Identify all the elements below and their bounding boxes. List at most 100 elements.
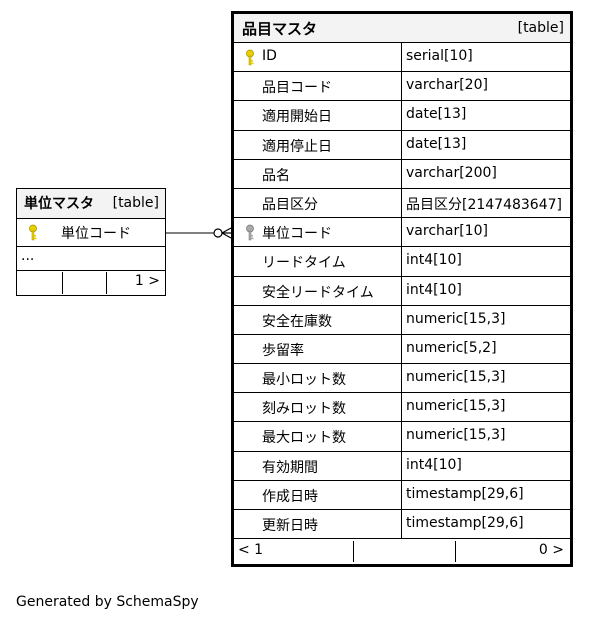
- column-type: date[13]: [406, 106, 467, 123]
- column-row[interactable]: 品名 varchar[200]: [234, 159, 570, 189]
- footer-divider: [353, 541, 354, 562]
- column-name: 単位コード: [61, 226, 131, 242]
- column-name-cell: 単位コード: [234, 218, 402, 247]
- footer-divider: [62, 272, 63, 294]
- column-row[interactable]: 単位コード varchar[10]: [234, 218, 570, 248]
- column-type: 品目区分[2147483647]: [406, 196, 562, 213]
- column-type: numeric[15,3]: [406, 310, 506, 327]
- children-count: 1 >: [134, 273, 160, 289]
- column-name-cell: 更新日時: [234, 510, 402, 539]
- primary-key-icon: [29, 224, 37, 241]
- column-type: timestamp[29,6]: [406, 515, 524, 531]
- column-name-cell: 有効期間: [234, 451, 402, 480]
- column-row[interactable]: 適用停止日 date[13]: [234, 130, 570, 160]
- column-row[interactable]: 歩留率 numeric[5,2]: [234, 334, 570, 365]
- table-footer: 1 >: [17, 271, 165, 295]
- column-type-cell: varchar[20]: [402, 72, 570, 100]
- relationship-crowfoot-lower: [221, 232, 232, 239]
- column-name-cell: 作成日時: [234, 480, 402, 509]
- relationship-crowfoot-upper: [221, 227, 232, 234]
- column-name-cell: ID: [234, 43, 402, 72]
- column-name: 最大ロット数: [262, 430, 346, 447]
- footer-divider: [106, 272, 107, 294]
- column-row[interactable]: 最大ロット数 numeric[15,3]: [234, 422, 570, 452]
- column-type-cell: serial[10]: [402, 43, 570, 71]
- column-name-cell: 適用停止日: [234, 130, 402, 159]
- column-type: timestamp[29,6]: [406, 485, 524, 502]
- column-name: 適用停止日: [262, 138, 332, 155]
- column-type-cell: numeric[15,3]: [402, 306, 570, 334]
- column-type-cell: varchar[10]: [402, 218, 570, 246]
- column-name-cell: 品名: [234, 159, 402, 188]
- column-type-cell: timestamp[29,6]: [402, 510, 570, 538]
- column-name-cell: 最小ロット数: [234, 364, 402, 393]
- column-name: 最小ロット数: [262, 372, 346, 389]
- column-type: int4[10]: [406, 456, 462, 473]
- column-type-cell: int4[10]: [402, 452, 570, 480]
- column-name: 歩留率: [262, 342, 304, 359]
- column-row[interactable]: 最小ロット数 numeric[15,3]: [234, 364, 570, 394]
- column-name-cell: 最大ロット数: [234, 422, 402, 451]
- column-type-cell: numeric[15,3]: [402, 393, 570, 421]
- footer-divider: [455, 541, 456, 562]
- column-name: リードタイム: [262, 255, 346, 272]
- column-row[interactable]: 単位コード: [17, 219, 165, 247]
- column-type: varchar[10]: [406, 223, 488, 240]
- column-row[interactable]: 刻みロット数 numeric[15,3]: [234, 393, 570, 423]
- column-type: date[13]: [406, 135, 467, 152]
- column-name: 更新日時: [262, 518, 318, 534]
- table-unit-master[interactable]: 単位マスタ [table] 単位コード ... 1 >: [16, 188, 166, 296]
- column-type-cell: date[13]: [402, 131, 570, 159]
- column-name: 刻みロット数: [262, 401, 346, 418]
- column-type: numeric[15,3]: [406, 427, 506, 444]
- table-name: 単位マスタ: [24, 196, 94, 212]
- column-type-cell: int4[10]: [402, 277, 570, 305]
- column-type-cell: numeric[15,3]: [402, 364, 570, 392]
- column-type: serial[10]: [406, 48, 473, 64]
- generator-credit: Generated by SchemaSpy: [16, 594, 199, 610]
- column-name-cell: 安全在庫数: [234, 305, 402, 334]
- table-footer: < 1 0 >: [234, 539, 570, 564]
- column-name-cell: 歩留率: [234, 334, 402, 364]
- table-name: 品目マスタ: [242, 20, 318, 38]
- column-name-cell: 刻みロット数: [234, 393, 402, 422]
- column-type: varchar[20]: [406, 77, 488, 94]
- table-header: 単位マスタ [table]: [17, 189, 165, 219]
- relationship-optional-marker: [213, 228, 223, 238]
- column-row[interactable]: 更新日時 timestamp[29,6]: [234, 510, 570, 540]
- column-type-cell: varchar[200]: [402, 160, 570, 188]
- column-name: ID: [262, 48, 277, 64]
- column-type: int4[10]: [406, 281, 462, 298]
- parents-count: < 1: [238, 542, 264, 558]
- column-row[interactable]: 適用開始日 date[13]: [234, 101, 570, 131]
- more-columns-label: ...: [21, 248, 35, 264]
- column-name: 品目区分: [262, 196, 318, 213]
- column-type: numeric[5,2]: [406, 339, 497, 356]
- table-kind: [table]: [112, 195, 159, 211]
- column-name: 品名: [262, 167, 290, 184]
- column-type: numeric[15,3]: [406, 398, 506, 415]
- column-type-cell: date[13]: [402, 101, 570, 129]
- column-name: 適用開始日: [262, 109, 332, 126]
- column-type-cell: numeric[15,3]: [402, 422, 570, 450]
- column-name-cell: 適用開始日: [234, 101, 402, 130]
- column-type-cell: numeric[5,2]: [402, 335, 570, 363]
- column-name: 単位コード: [262, 226, 332, 243]
- column-type-cell: timestamp[29,6]: [402, 481, 570, 509]
- column-type: varchar[200]: [406, 164, 497, 181]
- foreign-key-icon: [246, 224, 254, 241]
- column-row[interactable]: 品目区分 品目区分[2147483647]: [234, 188, 570, 219]
- primary-key-icon: [246, 49, 254, 66]
- column-row[interactable]: ID serial[10]: [234, 43, 570, 73]
- children-count: 0 >: [538, 542, 564, 558]
- column-type: numeric[15,3]: [406, 369, 506, 386]
- column-name-cell: 品目区分: [234, 188, 402, 218]
